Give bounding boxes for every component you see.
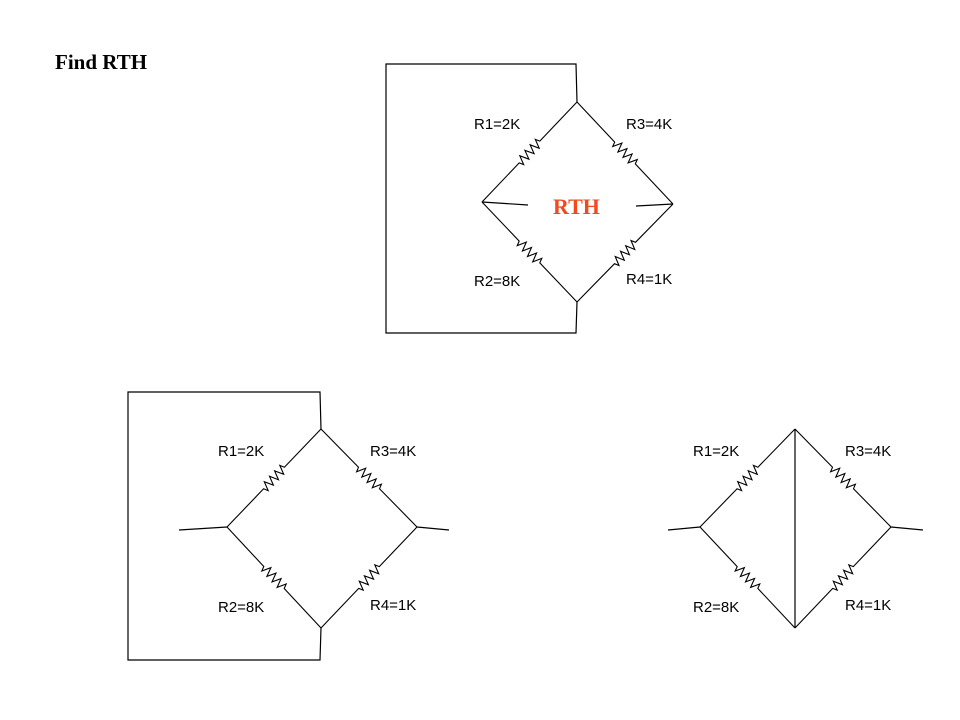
page-title: Find RTH xyxy=(55,50,148,74)
terminal-right-wire xyxy=(635,203,674,207)
terminal-left-wire xyxy=(481,201,529,206)
label-r4: R4=1K xyxy=(845,597,891,614)
terminal-left-wire xyxy=(667,526,701,531)
label-r2: R2=8K xyxy=(218,599,264,616)
resistor-r1 xyxy=(699,428,796,528)
circuit-top: R1=2K R3=4K R2=8K R4=1K RTH xyxy=(385,63,674,334)
resistor-r1 xyxy=(226,428,322,528)
resistor-r1 xyxy=(481,101,578,203)
label-r2: R2=8K xyxy=(693,599,739,616)
terminal-left-wire xyxy=(178,526,228,531)
label-r1: R1=2K xyxy=(218,443,264,460)
resistor-r4 xyxy=(320,526,418,629)
label-r3: R3=4K xyxy=(370,443,416,460)
resistor-r4 xyxy=(794,526,892,629)
resistor-r2 xyxy=(481,201,578,303)
resistor-r3 xyxy=(794,428,892,528)
terminal-right-wire xyxy=(416,526,450,531)
label-r4: R4=1K xyxy=(626,271,672,288)
resistor-r3 xyxy=(576,101,674,205)
label-r1: R1=2K xyxy=(474,116,520,133)
circuit-bottom-left: R1=2K R3=4K R2=8K R4=1K xyxy=(127,391,450,661)
resistor-r3 xyxy=(320,428,418,528)
circuit-bottom-right: R1=2K R3=4K R2=8K R4=1K xyxy=(667,428,924,629)
label-r1: R1=2K xyxy=(693,443,739,460)
rth-label: RTH xyxy=(553,194,600,219)
resistor-r2 xyxy=(226,526,322,629)
resistor-r4 xyxy=(576,203,674,303)
label-r3: R3=4K xyxy=(626,116,672,133)
terminal-right-wire xyxy=(890,526,924,531)
label-r4: R4=1K xyxy=(370,597,416,614)
label-r2: R2=8K xyxy=(474,273,520,290)
short-circuit-wire xyxy=(127,391,322,661)
short-circuit-wire xyxy=(385,63,578,334)
resistor-r2 xyxy=(699,526,796,629)
label-r3: R3=4K xyxy=(845,443,891,460)
